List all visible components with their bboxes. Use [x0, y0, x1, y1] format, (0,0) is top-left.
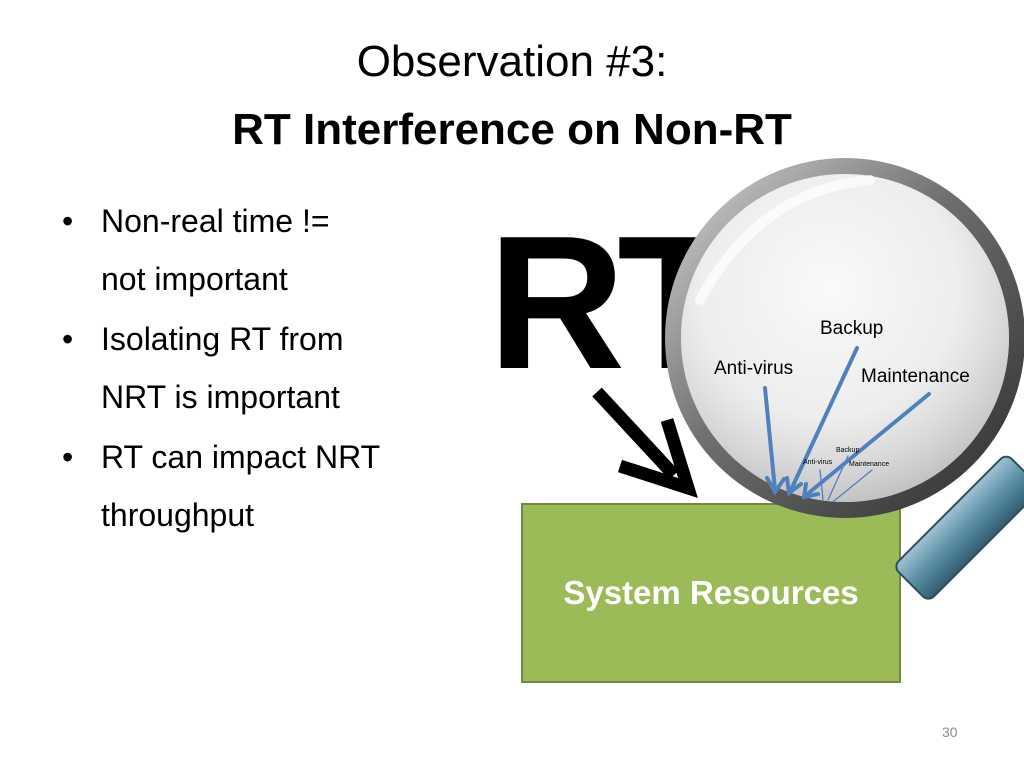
bullet-item: • Non-real time != not important [60, 192, 460, 308]
system-resources-label: System Resources [563, 574, 859, 611]
bullet-text-line: throughput [101, 497, 255, 533]
backup-arrow [788, 346, 859, 494]
page-number: 30 [942, 724, 958, 740]
bullet-item: • RT can impact NRT throughput [60, 428, 460, 544]
bullet-text-line: Non-real time != [101, 203, 330, 239]
maintenance-label: Maintenance [861, 366, 970, 387]
antivirus-label: Anti-virus [714, 358, 793, 379]
small-antivirus-label: Anti-virus [803, 459, 833, 466]
system-resources-box: System Resources [521, 503, 901, 683]
bullet-dot: • [62, 203, 74, 239]
maintenance-arrow [803, 392, 931, 498]
bullet-dot: • [62, 439, 74, 475]
antivirus-arrow [763, 386, 777, 492]
slide-title-line2: RT Interference on Non-RT [232, 105, 792, 154]
slide-title-line1: Observation #3: [356, 37, 668, 86]
bullet-text-line: not important [101, 261, 288, 297]
small-maintenance-label: Maintenance [849, 461, 889, 468]
bullet-dot: • [62, 321, 74, 357]
bullet-text-line: RT can impact NRT [101, 439, 381, 475]
bullet-text-line: NRT is important [101, 379, 340, 415]
small-backup-label: Backup [836, 447, 859, 454]
bullet-text-line: Isolating RT from [101, 321, 344, 357]
bullet-list: • Non-real time != not important • Isola… [60, 192, 460, 546]
backup-label: Backup [820, 318, 883, 339]
bullet-item: • Isolating RT from NRT is important [60, 310, 460, 426]
magnifier-lens [681, 174, 1009, 502]
